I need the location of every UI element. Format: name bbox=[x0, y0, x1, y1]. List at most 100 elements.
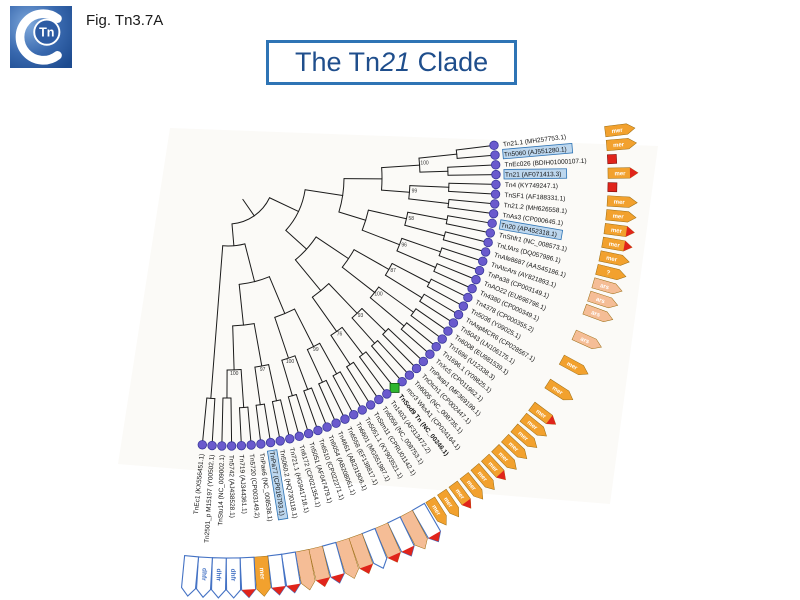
tip-marker-circle bbox=[487, 218, 497, 229]
tip-marker-circle bbox=[197, 440, 208, 450]
cargo-arrow-ars bbox=[294, 549, 316, 591]
cargo-label: mer bbox=[611, 228, 623, 235]
tip-marker-circle bbox=[425, 349, 435, 359]
cargo-arrow-ars bbox=[591, 277, 623, 295]
cargo-label: ars bbox=[590, 310, 601, 319]
branch bbox=[382, 333, 418, 369]
cargo-red-tip bbox=[629, 167, 638, 179]
cargo-red-tip bbox=[316, 577, 330, 587]
cargo-label: mer bbox=[605, 255, 618, 263]
tip-marker-circle bbox=[485, 228, 496, 238]
tree-backdrop bbox=[118, 128, 658, 504]
cargo-arrow-mer bbox=[491, 444, 517, 470]
cargo-label: mer bbox=[551, 386, 564, 397]
branch bbox=[409, 185, 450, 188]
branch bbox=[447, 207, 495, 215]
support-value: 100 bbox=[230, 371, 239, 377]
tip-marker-circle bbox=[463, 292, 473, 303]
support-value: 87 bbox=[390, 268, 396, 274]
tip-marker-circle bbox=[491, 169, 501, 180]
cargo-arrow-mer bbox=[598, 250, 630, 266]
branch bbox=[280, 399, 291, 440]
cargo-arrow-mer bbox=[459, 472, 484, 500]
branch bbox=[247, 406, 252, 446]
cargo-arrow-dhfr bbox=[195, 556, 213, 599]
cargo-arrow-ars bbox=[399, 509, 428, 550]
support-value: 100 bbox=[286, 359, 295, 365]
branch bbox=[232, 325, 235, 371]
support-value: 100 bbox=[420, 161, 429, 167]
cargo-red-box bbox=[607, 182, 618, 193]
cargo-red-tip bbox=[286, 583, 301, 593]
support-value: 76 bbox=[337, 332, 343, 338]
tip-marker-circle bbox=[217, 441, 227, 451]
logo-tn-circle bbox=[33, 18, 61, 46]
cargo-red-tip bbox=[496, 470, 506, 480]
branch bbox=[318, 383, 337, 424]
cargo-label: mer bbox=[613, 142, 625, 149]
branch bbox=[447, 164, 497, 168]
branch bbox=[410, 315, 443, 340]
tip-marker-circle bbox=[431, 342, 441, 352]
taxon-label: TnSF1 (AF188331.1) bbox=[504, 192, 565, 203]
tip-marker-circle bbox=[437, 334, 447, 344]
branch bbox=[359, 356, 388, 395]
branch bbox=[436, 263, 477, 281]
cargo-label: mer bbox=[565, 361, 578, 372]
branch bbox=[430, 278, 469, 298]
cargo-glyphs: mermermermermermermermer?arsarsarsarsmer… bbox=[180, 123, 639, 599]
tip-marker-circle bbox=[382, 389, 392, 399]
branch bbox=[271, 401, 281, 442]
cargo-arrow-mer bbox=[605, 209, 637, 223]
support-value: 58 bbox=[408, 216, 414, 222]
cargo-arrow-dhfr bbox=[210, 557, 227, 599]
cargo-label: ? bbox=[606, 270, 611, 277]
title-post: Clade bbox=[410, 47, 489, 77]
branch bbox=[418, 153, 458, 159]
fig-label: Fig. Tn3.7A bbox=[86, 12, 164, 29]
tip-marker-circle bbox=[491, 179, 501, 190]
tip-marker-circle bbox=[490, 189, 501, 199]
cargo-arrow-mer bbox=[519, 412, 547, 437]
branch bbox=[285, 229, 308, 250]
branch bbox=[419, 170, 449, 173]
cargo-label: mer bbox=[608, 242, 621, 250]
branch bbox=[239, 407, 242, 447]
branch bbox=[415, 308, 449, 332]
cargo-label: mer bbox=[611, 128, 623, 135]
cargo-label: mer bbox=[465, 480, 477, 493]
root-branch bbox=[242, 198, 255, 217]
branch bbox=[295, 393, 310, 435]
tip-marker-circle bbox=[483, 237, 493, 248]
tip-marker-circle bbox=[471, 274, 481, 285]
branch bbox=[408, 198, 450, 205]
cargo-red-tip bbox=[625, 226, 635, 237]
cargo-red-tip bbox=[271, 586, 286, 595]
cargo-label: mer bbox=[442, 496, 454, 509]
branch bbox=[339, 371, 363, 411]
branch bbox=[426, 286, 464, 307]
branch bbox=[441, 247, 484, 262]
cargo-label: ars bbox=[599, 283, 610, 291]
branch bbox=[231, 223, 235, 247]
cargo-label: mer bbox=[430, 504, 441, 517]
tncentral-logo: Tn bbox=[10, 6, 72, 68]
support-value: 96 bbox=[401, 242, 407, 248]
cargo-label: dhfr bbox=[215, 568, 222, 581]
branch bbox=[438, 255, 481, 272]
branch bbox=[419, 300, 454, 324]
support-value: 97 bbox=[260, 367, 266, 373]
branch bbox=[407, 211, 448, 221]
tip-marker-circle bbox=[374, 394, 384, 405]
branch bbox=[263, 403, 272, 444]
branch bbox=[332, 375, 355, 416]
tip-markers bbox=[197, 140, 501, 451]
branch bbox=[294, 259, 322, 292]
cargo-label: dhfr bbox=[229, 569, 236, 582]
tip-marker-circle bbox=[313, 425, 323, 436]
tip-marker-square bbox=[389, 382, 400, 393]
tip-marker-circle bbox=[443, 326, 453, 336]
tip-marker-circle bbox=[246, 440, 256, 450]
branch bbox=[447, 215, 493, 224]
taxon-label: TnStu14 (NC_009002.1) bbox=[217, 455, 226, 526]
